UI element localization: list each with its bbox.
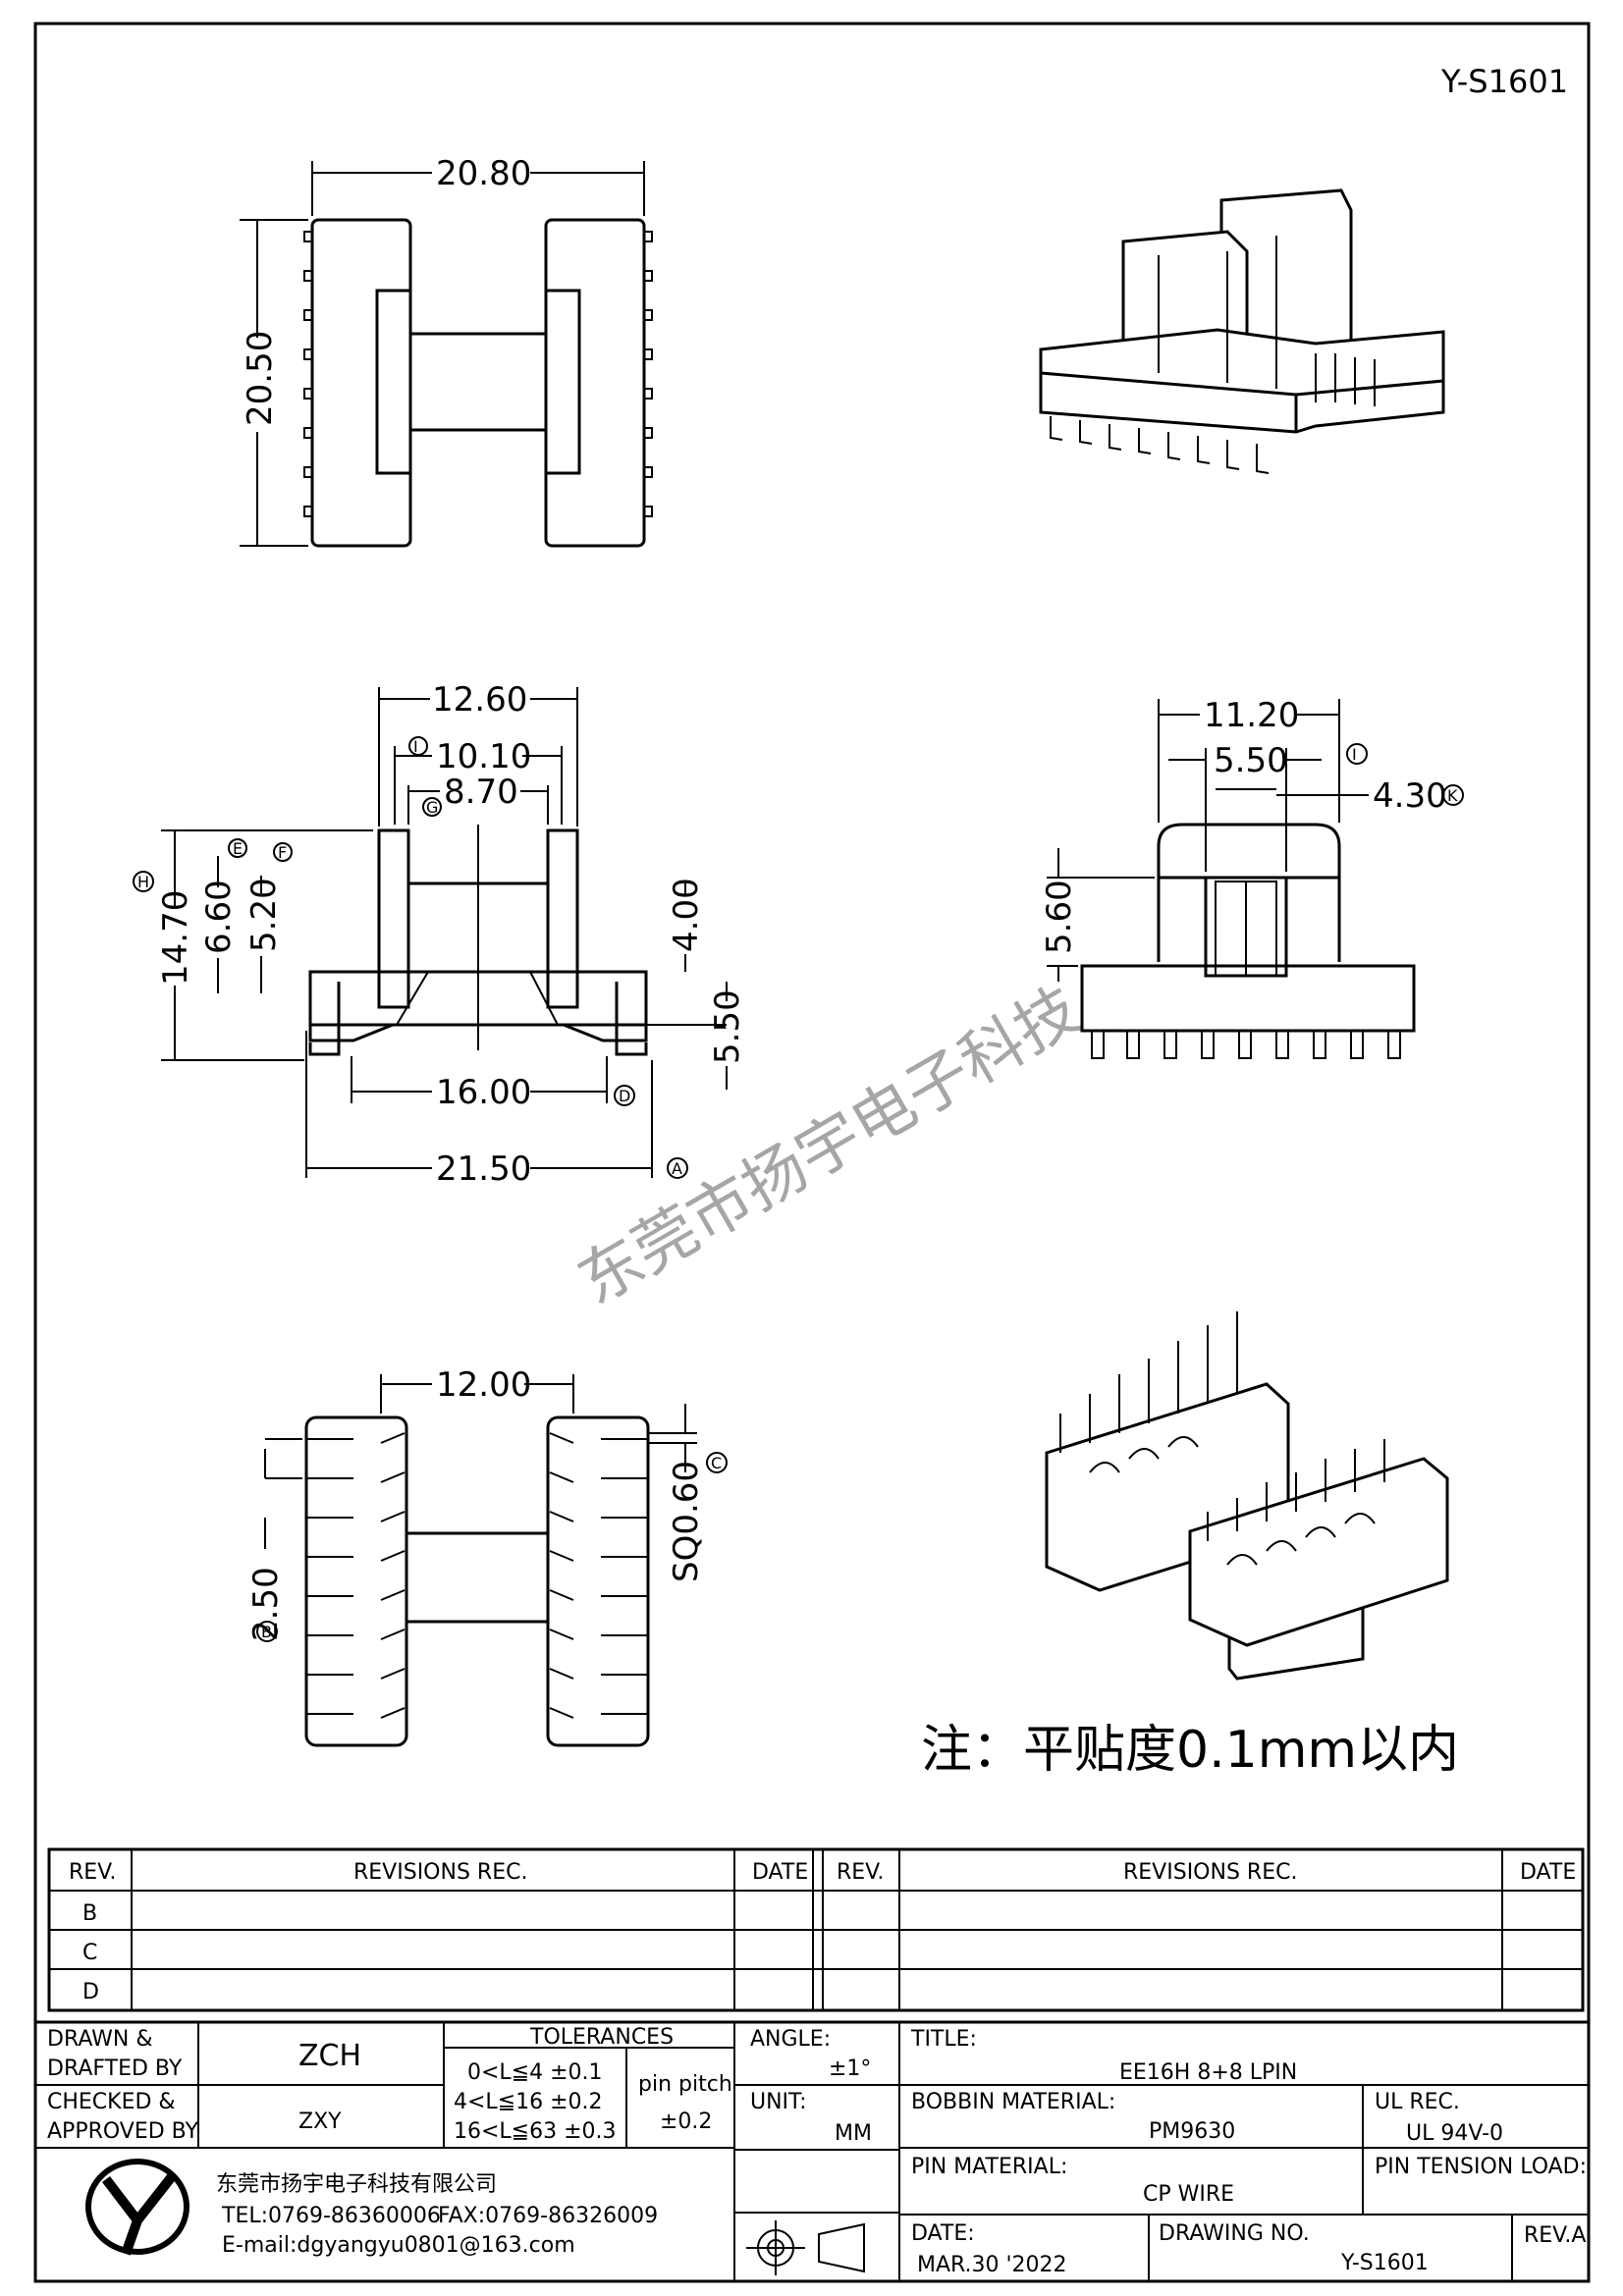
marker-c: C	[711, 1454, 722, 1472]
rev-header-5: REVISIONS REC.	[1123, 1860, 1297, 1885]
marker-g: G	[426, 798, 438, 817]
rev-header-2: REVISIONS REC.	[353, 1860, 527, 1885]
dim-front-height: 14.70	[156, 890, 195, 986]
drawn-by: ZCH	[298, 2039, 361, 2073]
date-label: DATE:	[911, 2221, 975, 2246]
tolerance-1: 0<L≦4 ±0.1	[467, 2060, 603, 2085]
tolerances-label: TOLERANCES	[529, 2025, 674, 2050]
dim-top-width: 20.80	[436, 154, 531, 193]
flatness-note: 注：平贴度0.1mm以内	[921, 1721, 1459, 1780]
dim-front-h3: 5.20	[244, 878, 284, 952]
dim-front-h4: 4.00	[667, 878, 706, 952]
dim-bottom-pin: SQ0.60	[667, 1461, 706, 1582]
pin-material-value: CP WIRE	[1143, 2182, 1234, 2207]
angle-value: ±1°	[829, 2056, 871, 2081]
dim-bottom-width: 12.00	[436, 1365, 531, 1405]
dim-side-inner: 5.50	[1214, 741, 1288, 780]
rev-label: REV.A	[1524, 2223, 1586, 2248]
company-fax: FAX:0769-86326009	[438, 2204, 658, 2228]
marker-i-side: I	[1352, 745, 1357, 764]
drawing-no-value: Y-S1601	[1340, 2251, 1429, 2275]
checked-label-2: APPROVED BY	[47, 2119, 199, 2144]
marker-e: E	[233, 839, 243, 858]
title-label: TITLE:	[910, 2027, 977, 2052]
dim-side-width: 11.20	[1204, 696, 1299, 735]
iso-view-bottom	[1045, 1311, 1449, 1681]
marker-a: A	[672, 1159, 682, 1178]
bobbin-value: PM9630	[1149, 2119, 1235, 2144]
top-view: 20.80 20.50	[240, 154, 653, 548]
dim-front-pitch: 16.00	[436, 1073, 531, 1112]
pin-material-label: PIN MATERIAL:	[911, 2155, 1067, 2179]
dim-front-inner2: 8.70	[444, 773, 518, 812]
tolerance-2: 4<L≦16 ±0.2	[454, 2090, 603, 2114]
dim-front-h2: 6.60	[199, 880, 239, 954]
iso-view-top	[1039, 188, 1445, 474]
dim-side-height: 5.60	[1040, 880, 1079, 954]
rev-row-b: B	[82, 1901, 97, 1926]
drawing-no-label: DRAWING NO.	[1159, 2221, 1310, 2246]
dim-top-height: 20.50	[241, 331, 280, 426]
dim-front-h5: 5.50	[708, 989, 747, 1064]
rev-row-d: D	[82, 1980, 99, 2004]
dim-front-total: 21.50	[436, 1149, 531, 1189]
company-logo	[85, 2159, 189, 2256]
ul-value: UL 94V-0	[1406, 2121, 1503, 2146]
marker-b: B	[261, 1623, 272, 1641]
dim-bottom-pitch: 2.50	[246, 1567, 286, 1641]
side-view: 11.20 5.50 4.30 5.60 I K	[1040, 696, 1464, 1059]
company-tel: TEL:0769-86360006	[221, 2204, 441, 2228]
marker-f: F	[278, 843, 287, 862]
marker-d: D	[619, 1087, 630, 1105]
checked-by: ZXY	[298, 2109, 342, 2134]
company-email: E-mail:dgyangyu0801@163.com	[222, 2233, 575, 2258]
checked-label-1: CHECKED &	[47, 2090, 176, 2114]
front-view: 12.60 10.10 8.70 14.70 6.60	[133, 680, 747, 1189]
title-block: DRAWN & DRAFTED BY ZCH CHECKED & APPROVE…	[33, 2020, 1591, 2283]
company-name: 东莞市扬宇电子科技有限公司	[216, 2172, 497, 2197]
drawn-label-2: DRAFTED BY	[47, 2056, 183, 2081]
rev-header-4: REV.	[837, 1860, 884, 1885]
drawn-label-1: DRAWN &	[47, 2027, 153, 2052]
tolerance-3: 16<L≦63 ±0.3	[454, 2119, 617, 2144]
revision-table: REV. REVISIONS REC. DATE REV. REVISIONS …	[47, 1847, 1585, 2012]
rev-header-1: REV.	[69, 1860, 116, 1885]
unit-label: UNIT:	[750, 2090, 806, 2114]
dim-side-core: 4.30	[1373, 776, 1447, 816]
ul-label: UL REC.	[1375, 2090, 1460, 2114]
pin-pitch-value: ±0.2	[660, 2109, 712, 2134]
bottom-view: 12.00 SQ0.60 2.50 C B	[246, 1365, 728, 1747]
date-value: MAR.30 '2022	[917, 2253, 1067, 2277]
unit-value: MM	[835, 2121, 872, 2146]
pin-pitch-label: pin pitch	[638, 2072, 732, 2097]
rev-header-6: DATE	[1520, 1860, 1576, 1885]
angle-label: ANGLE:	[750, 2027, 831, 2052]
bobbin-label: BOBBIN MATERIAL:	[911, 2090, 1115, 2114]
projection-symbol	[746, 2220, 865, 2275]
rev-header-3: DATE	[752, 1860, 808, 1885]
rev-row-c: C	[82, 1941, 97, 1965]
marker-i-top: I	[413, 737, 418, 756]
marker-k: K	[1447, 786, 1458, 805]
pin-tension-label: PIN TENSION LOAD:	[1375, 2155, 1587, 2179]
dim-front-width: 12.60	[432, 680, 527, 720]
drawing-code-top: Y-S1601	[1440, 63, 1568, 100]
title-value: EE16H 8+8 LPIN	[1119, 2060, 1297, 2085]
dim-front-inner: 10.10	[436, 737, 531, 776]
marker-h: H	[137, 873, 149, 891]
